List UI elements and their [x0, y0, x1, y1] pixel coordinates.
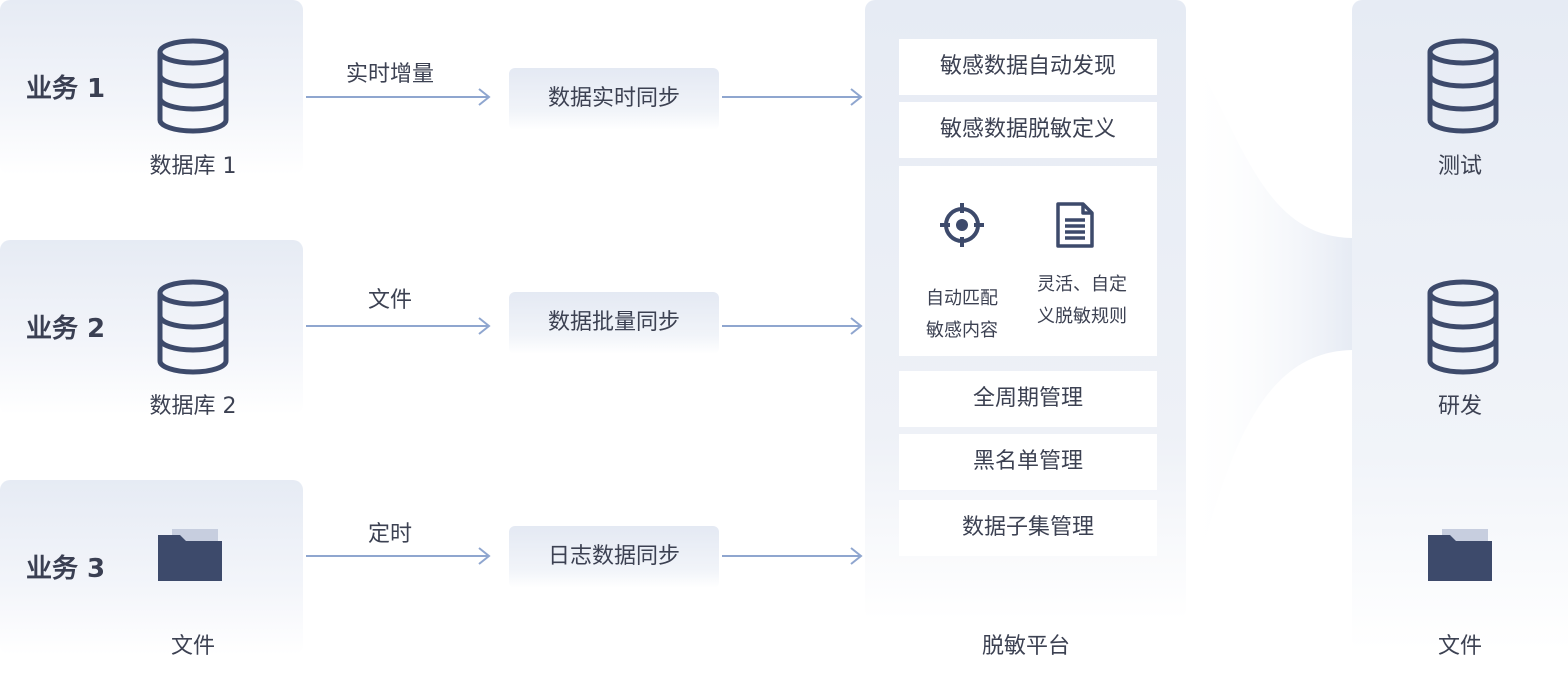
arrow-line: [306, 88, 491, 106]
flow-label-3: 定时: [367, 522, 412, 547]
database-icon: [157, 38, 229, 134]
arrow-line: [722, 317, 863, 335]
sync-box-3: 日志数据同步: [509, 526, 719, 588]
document-icon: [1056, 202, 1094, 248]
database-icon: [1427, 38, 1499, 134]
source-panel-2: [0, 240, 303, 415]
feature-blacklist: 黑名单管理: [899, 434, 1157, 490]
feature-lifecycle: 全周期管理: [899, 371, 1157, 427]
arrow-line: [306, 317, 491, 335]
target-icon: [940, 203, 984, 247]
business-label-3: 业务 3: [26, 554, 106, 584]
feature-subset: 数据子集管理: [899, 500, 1157, 556]
source-caption-3: 文件: [170, 634, 215, 659]
platform-caption: 脱敏平台: [981, 634, 1070, 659]
database-icon: [157, 279, 229, 375]
sync-box-2: 数据批量同步: [509, 292, 719, 354]
arrow-line: [306, 547, 491, 565]
capability-caption-2: 灵活、自定 义脱敏规则: [1037, 274, 1127, 327]
arrow-line: [722, 88, 863, 106]
capabilities-card: [899, 166, 1157, 356]
business-label-2: 业务 2: [26, 314, 106, 344]
capability-caption-1: 自动匹配 敏感内容: [926, 288, 998, 341]
target-caption-2: 研发: [1437, 394, 1482, 419]
folder-icon: [158, 529, 222, 581]
sync-box-1: 数据实时同步: [509, 68, 719, 130]
database-icon: [1427, 279, 1499, 375]
distribution-funnel: [1186, 40, 1352, 620]
target-caption-3: 文件: [1437, 634, 1482, 659]
feature-auto-discovery: 敏感数据自动发现: [899, 39, 1157, 95]
business-label-1: 业务 1: [26, 74, 106, 104]
target-caption-1: 测试: [1437, 154, 1482, 179]
source-panel-3: [0, 480, 303, 655]
arrow-line: [722, 547, 863, 565]
flow-label-1: 实时增量: [345, 62, 434, 87]
flow-label-2: 文件: [367, 288, 412, 313]
folder-icon: [1428, 529, 1492, 581]
feature-masking-definition: 敏感数据脱敏定义: [899, 102, 1157, 158]
source-caption-2: 数据库 2: [149, 394, 237, 419]
source-caption-1: 数据库 1: [149, 154, 237, 179]
source-panel-1: [0, 0, 303, 175]
